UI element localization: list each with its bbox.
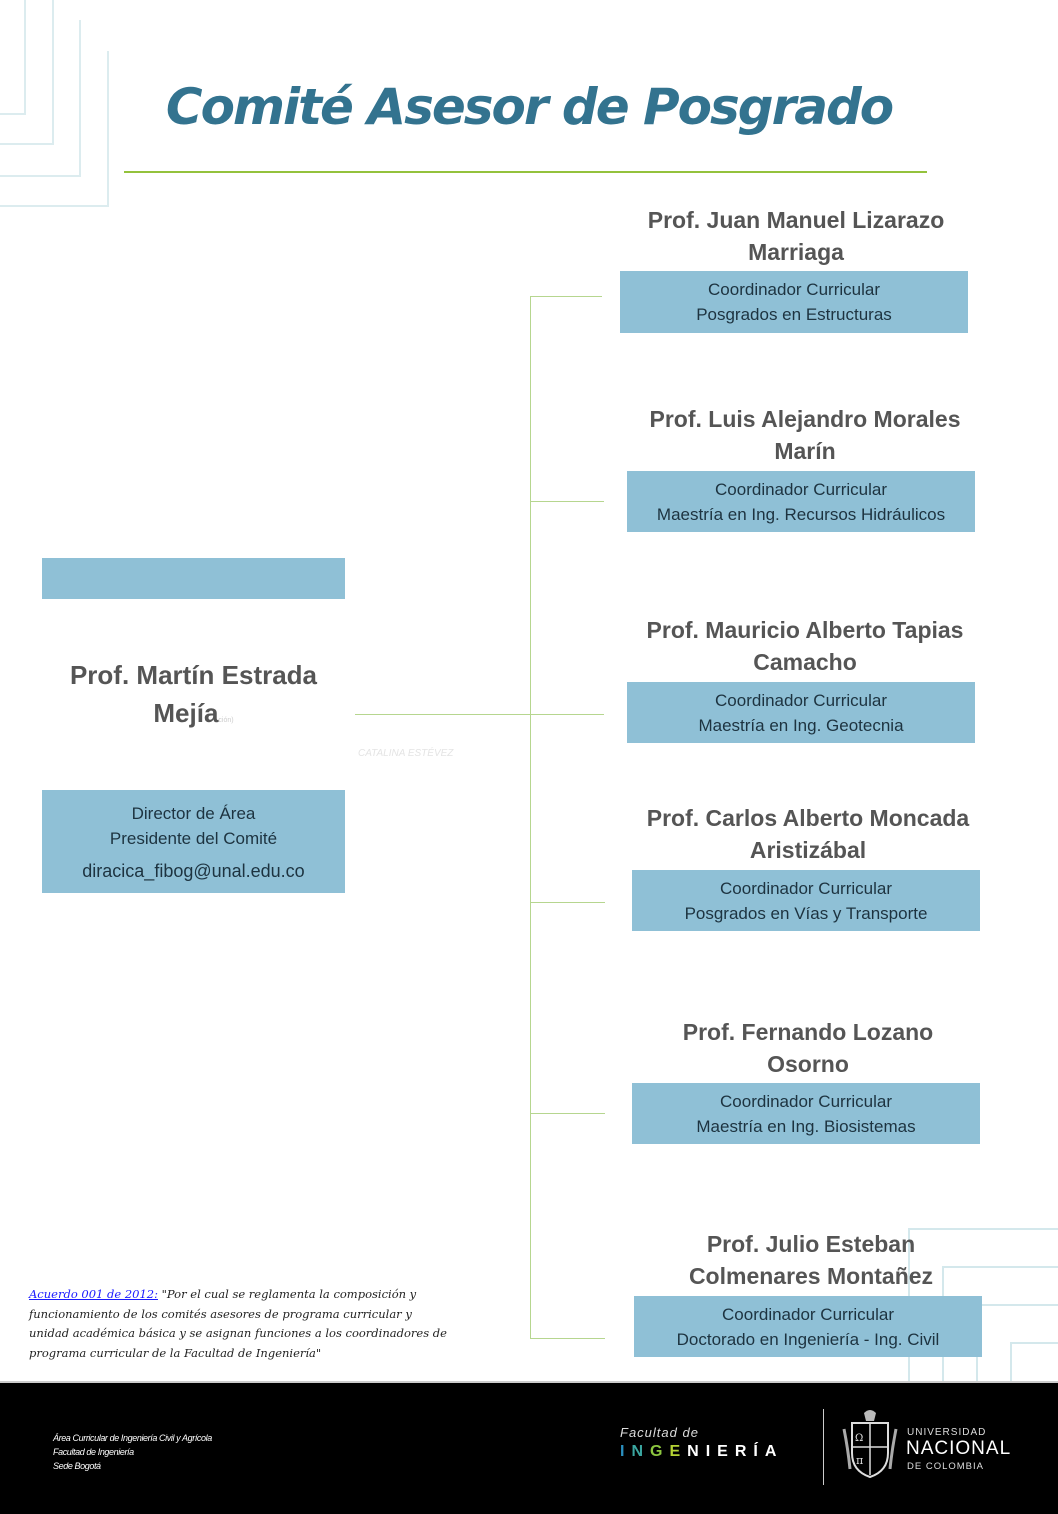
member-name: Prof. Julio Esteban Colmenares Montañez (688, 1231, 934, 1289)
decorative-frame (0, 20, 81, 177)
director-email[interactable]: diracica_fibog@unal.edu.co (82, 861, 305, 881)
member-role-box: Coordinador Curricular Maestría en Ing. … (632, 1083, 980, 1144)
faculty-logo-bottom: INGENIERÍA (620, 1443, 783, 1461)
director-role-box: Director de Área Presidente del Comité d… (42, 790, 345, 893)
member-name: Prof. Fernando Lozano Osorno (682, 1019, 934, 1077)
logo-letter: E (717, 1443, 735, 1460)
svg-text:Ω: Ω (855, 1433, 863, 1444)
director-role: Director de Área (131, 804, 256, 823)
member-program: Posgrados en Estructuras (696, 305, 892, 324)
logo-letter: Í (753, 1443, 765, 1460)
svg-text:π: π (856, 1454, 863, 1467)
agreement-link[interactable]: Acuerdo 001 de 2012: (29, 1287, 158, 1301)
member-role: Coordinador Curricular (708, 280, 880, 299)
member-program: Maestría en Ing. Geotecnia (698, 716, 904, 735)
footer-line: Sede Bogotá (53, 1461, 101, 1471)
member-name: Prof. Juan Manuel Lizarazo Marriaga (647, 207, 945, 265)
logo-letter: R (734, 1443, 754, 1460)
director-name-text: Prof. Martín Estrada Mejía (69, 660, 318, 728)
logo-letter: N (687, 1443, 706, 1460)
member-name: Prof. Carlos Alberto Moncada Aristizábal (646, 805, 970, 863)
title-divider (124, 171, 927, 173)
member-program: Doctorado en Ingeniería - Ing. Civil (676, 1330, 940, 1349)
connector-director (355, 714, 530, 715)
agreement-note: Acuerdo 001 de 2012: "Por el cual se reg… (29, 1285, 449, 1363)
member-role: Coordinador Curricular (722, 1305, 894, 1324)
faint-suffix: ción) (218, 717, 234, 724)
member-program: Maestría en Ing. Biosistemas (696, 1117, 916, 1136)
director-name: Prof. Martín Estrada Mejíación) (42, 656, 345, 740)
member-role: Coordinador Curricular (715, 480, 887, 499)
footer-line: Área Curricular de Ingeniería Civil y Ag… (53, 1433, 212, 1443)
decorative-frame (0, 0, 26, 115)
member-program: Posgrados en Vías y Transporte (684, 904, 928, 923)
decorative-frame (1010, 1342, 1058, 1404)
member-name: Prof. Luis Alejandro Morales Marín (649, 406, 961, 464)
logo-letter: G (650, 1443, 670, 1460)
university-logo-line3: DE COLOMBIA (907, 1461, 984, 1472)
logo-letter: A (764, 1443, 784, 1460)
logo-letter: I (620, 1443, 632, 1460)
footer-address: Área Curricular de Ingeniería Civil y Ag… (53, 1431, 212, 1473)
member-role-box: Coordinador Curricular Posgrados en Estr… (620, 271, 968, 333)
member-role-box: Coordinador Curricular Posgrados en Vías… (632, 870, 980, 931)
footer: Área Curricular de Ingeniería Civil y Ag… (0, 1381, 1058, 1514)
university-logo-line1: UNIVERSIDAD (907, 1427, 987, 1438)
member-role: Coordinador Curricular (715, 691, 887, 710)
member-role-box: Coordinador Curricular Maestría en Ing. … (627, 682, 975, 743)
university-crest-icon: Ω π (842, 1410, 898, 1479)
connector-branch (530, 1338, 605, 1339)
logo-letter: I (705, 1443, 718, 1460)
member-program: Maestría en Ing. Recursos Hidráulicos (656, 505, 946, 524)
university-logo-line2: NACIONAL (906, 1438, 1012, 1459)
member-name: Prof. Mauricio Alberto Tapias Camacho (646, 617, 964, 675)
member-role-box: Coordinador Curricular Maestría en Ing. … (627, 471, 975, 532)
connector-branch (530, 714, 604, 715)
connector-branch (530, 501, 604, 502)
connector-branch (530, 296, 602, 297)
footer-line: Facultad de Ingeniería (53, 1447, 134, 1457)
member-role-box: Coordinador Curricular Doctorado en Inge… (634, 1296, 982, 1357)
agreement-text: "Por el cual se reglamenta la composició… (29, 1287, 447, 1360)
director-role: Presidente del Comité (109, 829, 278, 848)
connector-trunk (530, 296, 531, 1339)
logo-letter: E (669, 1443, 688, 1460)
member-role: Coordinador Curricular (720, 879, 892, 898)
logo-letter: N (631, 1443, 651, 1460)
member-role: Coordinador Curricular (720, 1092, 892, 1111)
watermark: CATALINA ESTÉVEZ (358, 748, 454, 759)
decorative-frame (0, 0, 54, 145)
page-title: Comité Asesor de Posgrado (165, 78, 894, 136)
faculty-logo-top: Facultad de (620, 1425, 699, 1440)
connector-branch (530, 1113, 605, 1114)
director-header-bar (42, 558, 345, 599)
decorative-frame (0, 51, 109, 207)
connector-branch (530, 902, 605, 903)
logo-divider (823, 1409, 824, 1485)
